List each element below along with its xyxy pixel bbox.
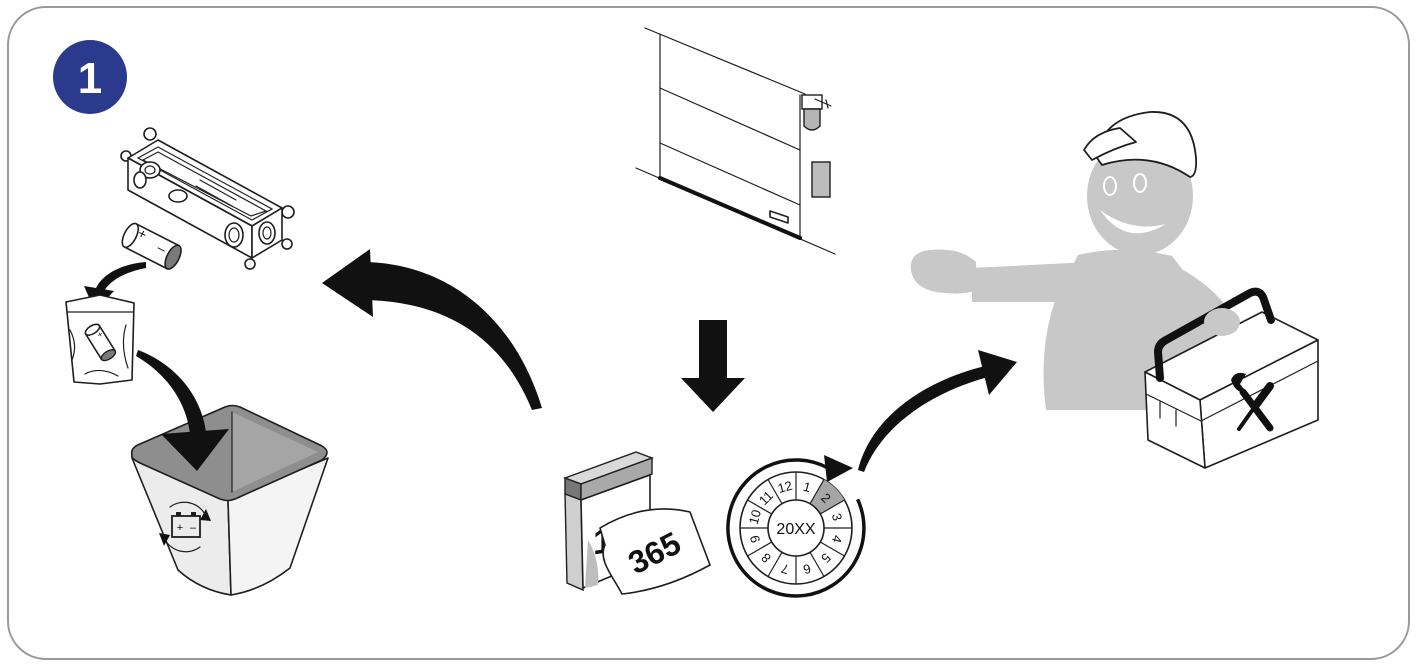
dial-month: 4 [829,534,845,545]
bin-symbol-minus: – [190,522,197,534]
dial-month: 10 [746,508,764,526]
dial-month: 7 [780,561,791,577]
plastic-bag-icon: + [65,294,135,385]
arrow-to-battery-replacement [322,249,542,410]
bin-opening [130,404,328,502]
battery-icon: + – [121,222,182,270]
door-motor-icon [801,94,832,131]
dial-month: 9 [747,534,763,545]
step-badge: 1 [53,40,127,114]
technician-eye [1103,176,1117,196]
dial-month: 1 [802,479,813,495]
toolbox-icon [1144,287,1319,469]
bin-symbol-plus: + [177,522,183,534]
junction-box-icon [120,127,295,270]
wrench-screwdriver-icon [1231,372,1274,432]
bag-battery-plus-label: + [94,330,105,340]
technician-eye [1133,173,1147,193]
technician-smile [1100,210,1166,234]
battery-recycling-bin-icon: + – [130,404,329,596]
arrow-down [681,320,745,412]
step-number: 1 [78,54,102,103]
garage-door-icon [635,27,836,255]
dial-month: 3 [829,512,845,523]
door-sensor-icon [811,161,831,198]
dial-dividers [740,472,852,584]
dial-month-labels: 12 1 2 3 4 5 6 7 8 9 10 11 [746,478,845,577]
dial-month: 12 [776,478,794,496]
dial-highlight-segment [810,479,845,514]
arrow-to-technician [858,350,1017,472]
cap-icon [1083,111,1198,178]
arrow-bag-to-bin [136,350,229,471]
technician-hand [1204,308,1240,336]
dial-month: 6 [802,561,813,577]
date-dial-icon: 12 1 2 3 4 5 6 7 8 9 10 11 20XX [726,455,866,598]
tear-off-calendar-icon: 1 365 [562,451,711,595]
bag-battery-icon: + [84,323,117,362]
battery-recycling-symbol: + – [159,501,211,553]
dial-year: 20XX [776,521,815,538]
